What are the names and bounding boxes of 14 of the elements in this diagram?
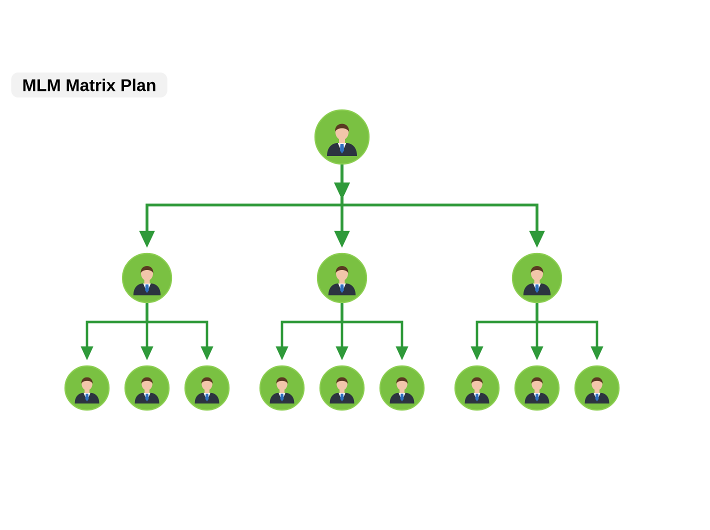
person-icon [454,365,500,411]
person-icon [512,252,562,304]
person-icon [319,365,365,411]
person-icon [64,365,110,411]
person-icon [259,365,305,411]
person-icon [574,365,620,411]
person-icon [316,252,368,304]
person-icon [314,109,370,165]
person-icon [124,365,170,411]
person-icon [514,365,560,411]
title: MLM Matrix Plan [11,72,168,98]
person-icon [379,365,425,411]
person-icon [184,365,230,411]
person-icon [122,252,172,304]
